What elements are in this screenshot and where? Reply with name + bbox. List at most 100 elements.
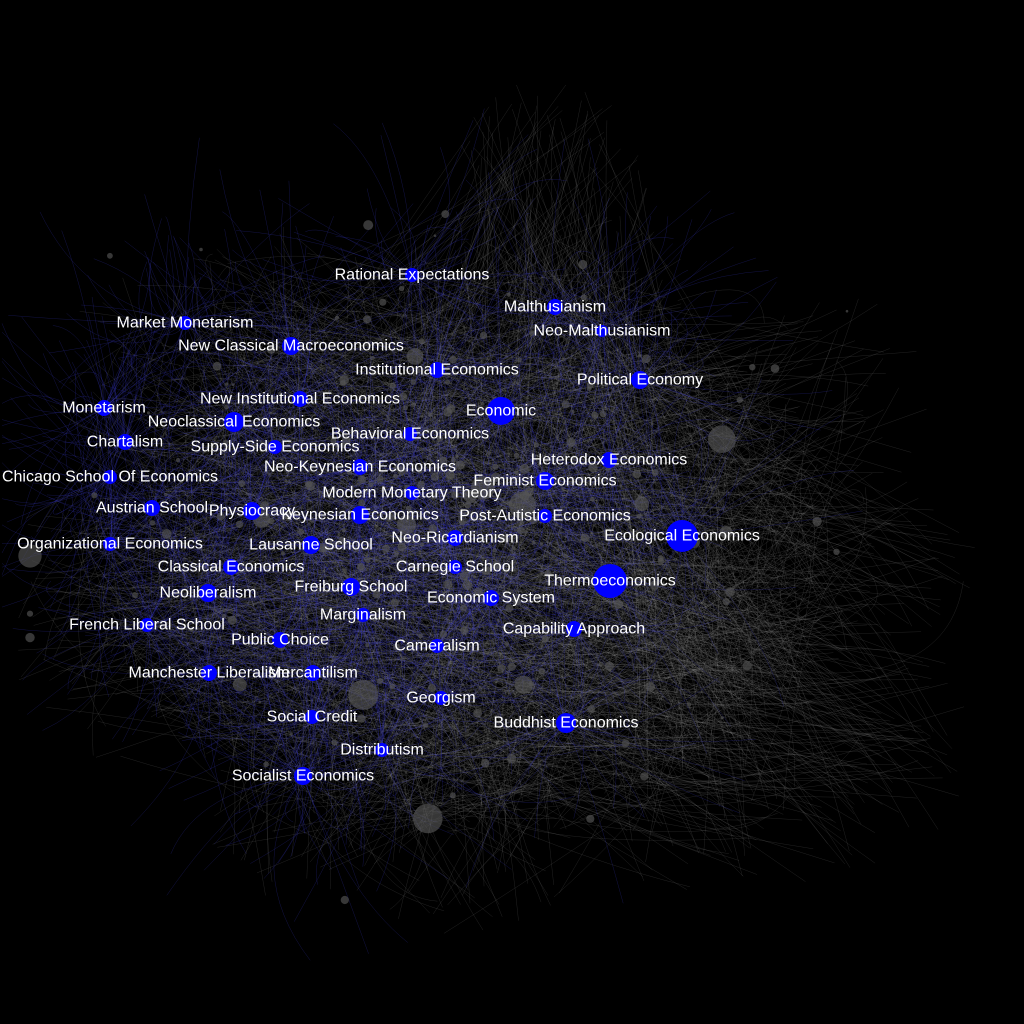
- graph-node: [107, 252, 113, 259]
- labeled-node[interactable]: [356, 608, 370, 622]
- graph-node: [461, 683, 465, 686]
- graph-node: [480, 402, 485, 406]
- labeled-node[interactable]: [566, 621, 582, 637]
- labeled-node[interactable]: [272, 632, 288, 648]
- node-label: Economic System: [427, 590, 555, 607]
- labeled-node[interactable]: [294, 767, 312, 785]
- graph-node: [686, 702, 692, 707]
- node-label: Neo-Ricardianism: [391, 530, 518, 547]
- graph-node: [224, 404, 229, 410]
- labeled-node[interactable]: [201, 665, 217, 681]
- graph-node: [533, 442, 539, 448]
- graph-node: [348, 679, 379, 710]
- graph-node: [455, 454, 459, 458]
- node-label: Political Economy: [577, 372, 703, 389]
- graph-node: [480, 512, 485, 517]
- labeled-node[interactable]: [538, 509, 552, 523]
- graph-node: [480, 758, 490, 768]
- graph-node: [642, 354, 651, 363]
- labeled-node[interactable]: [430, 639, 444, 653]
- labeled-node[interactable]: [429, 362, 445, 378]
- labeled-node[interactable]: [483, 590, 499, 606]
- labeled-node[interactable]: [666, 520, 698, 552]
- labeled-node[interactable]: [556, 713, 576, 733]
- labeled-node[interactable]: [144, 500, 160, 516]
- labeled-node[interactable]: [405, 268, 419, 282]
- graph-node: [423, 588, 428, 592]
- graph-node: [199, 247, 203, 252]
- labeled-node[interactable]: [292, 391, 308, 407]
- gray-edges: [18, 84, 975, 934]
- graph-node: [389, 683, 396, 690]
- labeled-node[interactable]: [536, 472, 554, 490]
- graph-node: [637, 354, 642, 358]
- labeled-node[interactable]: [178, 316, 192, 330]
- labeled-node[interactable]: [223, 559, 239, 575]
- labeled-node[interactable]: [601, 452, 617, 468]
- labeled-node[interactable]: [305, 710, 319, 724]
- graph-node: [371, 370, 377, 376]
- graph-node: [554, 376, 558, 380]
- graph-node: [406, 348, 424, 365]
- labeled-node[interactable]: [342, 578, 360, 596]
- graph-node: [397, 542, 407, 552]
- graph-node: [398, 285, 405, 292]
- labeled-node[interactable]: [352, 459, 368, 475]
- graph-node: [619, 484, 622, 488]
- graph-node: [423, 722, 429, 728]
- graph-node: [650, 580, 659, 590]
- node-label: Mercantilism: [268, 665, 358, 682]
- labeled-node[interactable]: [405, 486, 419, 500]
- graph-node: [492, 463, 499, 470]
- labeled-node[interactable]: [140, 618, 154, 632]
- labeled-node[interactable]: [282, 337, 300, 355]
- graph-node: [411, 402, 416, 407]
- labeled-node[interactable]: [487, 397, 515, 425]
- node-label: Keynesian Economics: [281, 507, 438, 524]
- node-label: Rational Expectations: [335, 267, 490, 284]
- labeled-node[interactable]: [547, 299, 563, 315]
- graph-node: [436, 435, 444, 442]
- graph-node: [613, 382, 616, 385]
- graph-node: [260, 501, 270, 511]
- graph-node: [588, 462, 598, 473]
- graph-node: [393, 466, 399, 472]
- labeled-node[interactable]: [593, 564, 627, 598]
- labeled-node[interactable]: [448, 560, 462, 574]
- labeled-node[interactable]: [631, 371, 649, 389]
- labeled-node[interactable]: [447, 530, 463, 546]
- graph-node: [594, 374, 598, 378]
- node-label: Feminist Economics: [473, 473, 616, 490]
- labeled-node[interactable]: [103, 537, 117, 551]
- graph-node: [416, 468, 423, 474]
- graph-node: [845, 309, 849, 313]
- graph-node: [719, 525, 733, 539]
- graph-node: [474, 587, 483, 596]
- labeled-node[interactable]: [351, 506, 369, 524]
- node-label: Post-Autistic Economics: [459, 508, 631, 525]
- labeled-node[interactable]: [268, 440, 282, 454]
- graph-node: [227, 615, 237, 625]
- labeled-node[interactable]: [103, 470, 117, 484]
- graph-node: [812, 516, 822, 527]
- graph-node: [305, 480, 313, 488]
- labeled-node[interactable]: [302, 536, 320, 554]
- graph-node: [487, 451, 491, 456]
- labeled-node[interactable]: [403, 427, 417, 441]
- labeled-node[interactable]: [434, 691, 448, 705]
- labeled-node[interactable]: [199, 584, 217, 602]
- graph-node: [833, 548, 840, 555]
- labeled-node[interactable]: [243, 502, 261, 520]
- labeled-node[interactable]: [224, 412, 244, 432]
- graph-node: [357, 714, 366, 723]
- graph-node: [586, 814, 595, 823]
- graph-node: [445, 470, 455, 480]
- graph-node: [331, 739, 338, 746]
- labeled-node[interactable]: [117, 434, 133, 450]
- labeled-node[interactable]: [305, 665, 321, 681]
- graph-node: [532, 656, 536, 660]
- labeled-node[interactable]: [96, 400, 112, 416]
- labeled-node[interactable]: [375, 743, 389, 757]
- labeled-node[interactable]: [596, 325, 608, 337]
- graph-node: [650, 422, 654, 426]
